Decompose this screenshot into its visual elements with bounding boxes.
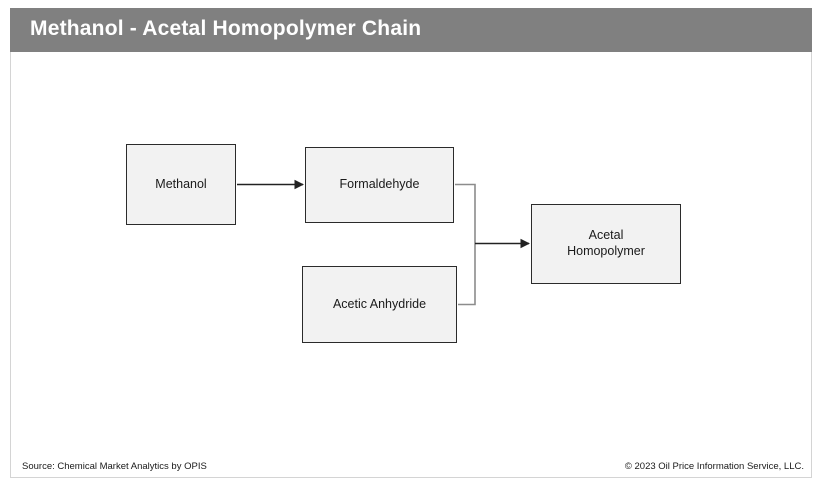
node-formaldehyde[interactable]: Formaldehyde	[305, 147, 454, 223]
node-formaldehyde-label: Formaldehyde	[339, 177, 420, 192]
node-acetic-anhydride-label: Acetic Anhydride	[332, 296, 427, 311]
node-methanol[interactable]: Methanol	[126, 144, 236, 225]
node-acetal-homopolymer-label: Acetal Homopolymer	[567, 228, 645, 259]
page-title: Methanol - Acetal Homopolymer Chain	[30, 17, 422, 40]
node-acetal-homopolymer-label-line2: Homopolymer	[567, 244, 645, 258]
footer-copyright: © 2023 Oil Price Information Service, LL…	[624, 461, 804, 472]
node-methanol-label: Methanol	[155, 176, 207, 191]
node-acetal-homopolymer[interactable]: Acetal Homopolymer	[531, 204, 681, 284]
edge-acetic-to-junction	[458, 243, 476, 306]
node-acetic-anhydride[interactable]: Acetic Anhydride	[302, 266, 457, 343]
footer-source: Source: Chemical Market Analytics by OPI…	[22, 461, 207, 472]
edge-formaldehyde-to-junction	[455, 183, 476, 244]
node-acetal-homopolymer-label-line1: Acetal	[588, 228, 624, 243]
title-bar: Methanol - Acetal Homopolymer Chain	[10, 8, 812, 52]
